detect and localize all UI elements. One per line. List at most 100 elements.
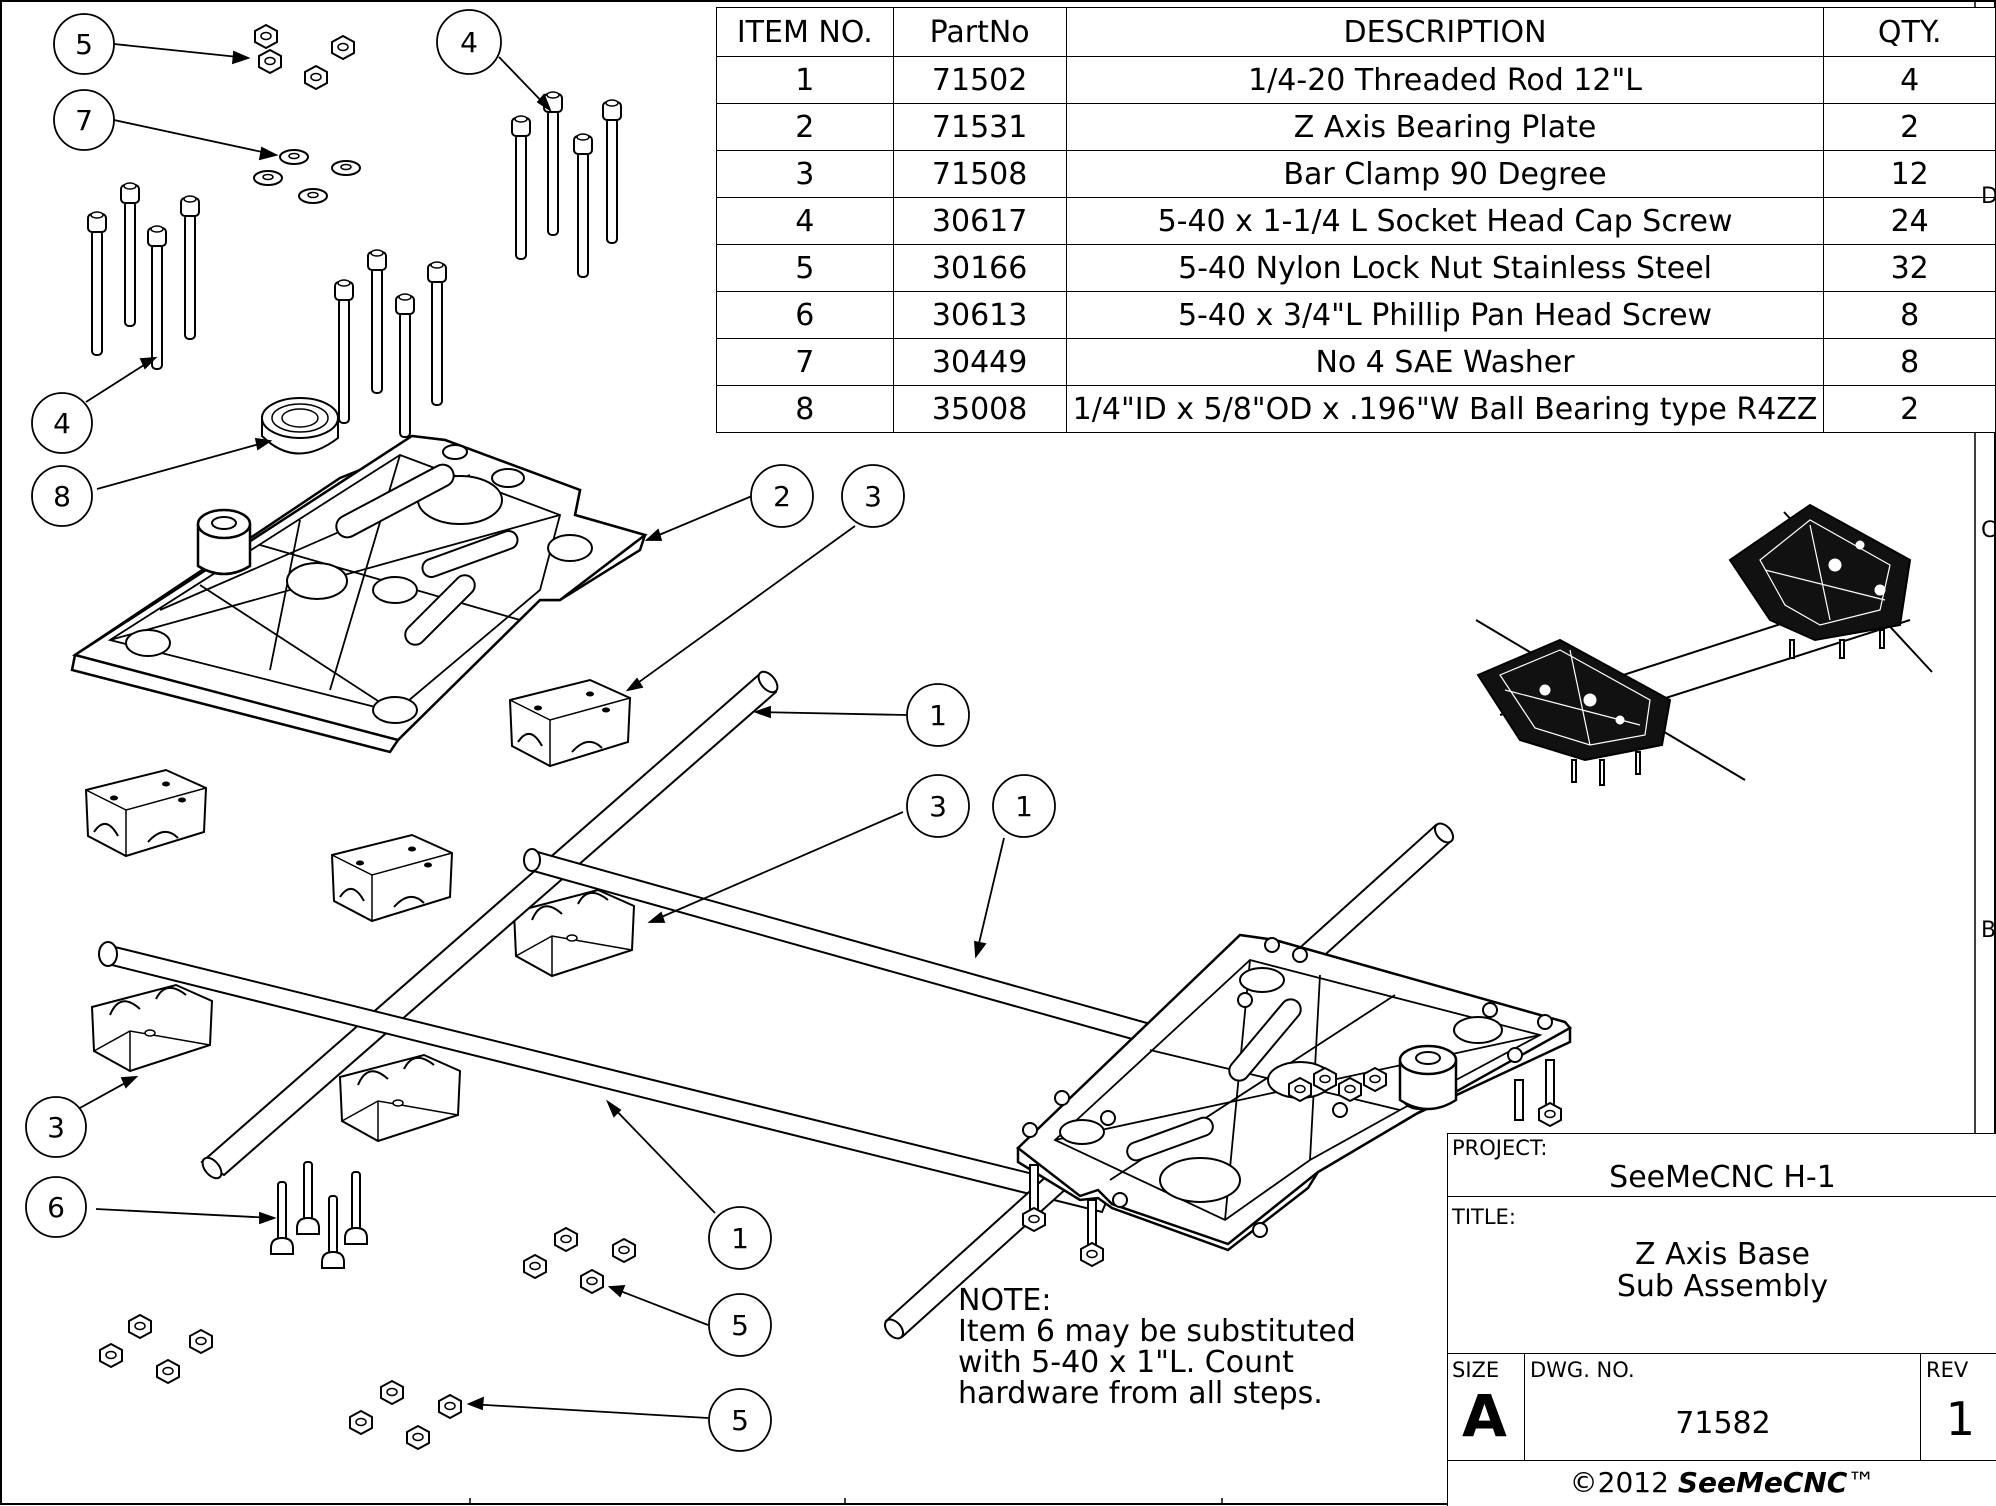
brand-logo-text: SeeMeCNC	[1677, 1466, 1848, 1499]
nut-group-lower	[349, 1380, 462, 1450]
bom-cell-item: 1	[716, 56, 894, 104]
rev-cell: REV 1	[1922, 1354, 1996, 1460]
balloon-6: 6	[25, 1176, 87, 1238]
drawing-title-line2: Sub Assembly	[1616, 1269, 1829, 1304]
screw-group-top-right	[511, 91, 622, 278]
balloon-5-lower: 5	[708, 1388, 772, 1452]
title-label: TITLE:	[1452, 1205, 1516, 1229]
svg-text:3: 3	[864, 480, 882, 513]
svg-text:5: 5	[731, 1404, 749, 1437]
washer-group-top	[253, 149, 361, 204]
bom-cell-item: 2	[716, 103, 894, 151]
note-heading: NOTE:	[958, 1283, 1052, 1318]
bom-cell-partno: 71508	[892, 150, 1067, 198]
screw-group-left	[87, 182, 200, 370]
svg-text:8: 8	[53, 480, 71, 513]
balloon-4-left: 4	[31, 392, 93, 454]
assembled-plate	[1016, 933, 1572, 1267]
bom-cell-partno: 35008	[892, 385, 1067, 433]
svg-text:3: 3	[929, 790, 947, 823]
screw-group-center	[334, 249, 447, 438]
nut-group-mid	[523, 1227, 636, 1294]
bom-header-partno: PartNo	[892, 7, 1067, 57]
bom-cell-description: Z Axis Bearing Plate	[1065, 103, 1825, 151]
note-line: with 5-40 x 1"L. Count	[958, 1345, 1294, 1380]
note-line: Item 6 may be substituted	[958, 1314, 1356, 1349]
balloon-5-mid: 5	[708, 1293, 772, 1357]
bom-header-item: ITEM NO.	[716, 7, 894, 57]
nut-group-lower-left	[99, 1314, 213, 1384]
bom-cell-description: Bar Clamp 90 Degree	[1065, 150, 1825, 198]
zone-letter-d: D	[1981, 184, 1996, 209]
size-label: SIZE	[1452, 1358, 1500, 1382]
bom-cell-description: 1/4"ID x 5/8"OD x .196"W Ball Bearing ty…	[1065, 385, 1825, 433]
bom-cell-item: 8	[716, 385, 894, 433]
bom-cell-qty: 24	[1823, 197, 1996, 245]
assembly-thumbnail	[1475, 503, 1933, 786]
balloon-4-top: 4	[436, 9, 502, 75]
svg-text:4: 4	[460, 26, 478, 59]
balloon-2: 2	[750, 464, 814, 528]
balloon-8: 8	[31, 465, 93, 527]
svg-text:1: 1	[731, 1222, 749, 1255]
svg-text:4: 4	[53, 407, 71, 440]
bom-cell-qty: 32	[1823, 244, 1996, 292]
svg-text:7: 7	[75, 104, 93, 137]
bom-cell-qty: 8	[1823, 291, 1996, 339]
dwg-cell: DWG. NO. 71582	[1526, 1354, 1921, 1460]
title-block: PROJECT: SeeMeCNC H-1 TITLE: Z Axis Base…	[1447, 1133, 1996, 1506]
bom-cell-partno: 30449	[892, 338, 1067, 386]
svg-text:3: 3	[47, 1111, 65, 1144]
balloon-1-upper: 1	[906, 683, 970, 747]
assembly-note: NOTE: Item 6 may be substituted with 5-4…	[958, 1285, 1356, 1409]
bom-cell-qty: 2	[1823, 103, 1996, 151]
bom-header-row: ITEM NO. PartNo DESCRIPTION QTY.	[716, 7, 1996, 57]
project-name: SeeMeCNC H-1	[1609, 1160, 1836, 1195]
bom-cell-partno: 30166	[892, 244, 1067, 292]
balloon-5-top: 5	[53, 13, 115, 75]
balloon-3-mid: 3	[906, 774, 970, 838]
bom-cell-qty: 8	[1823, 338, 1996, 386]
bom-cell-description: 1/4-20 Threaded Rod 12"L	[1065, 56, 1825, 104]
pan-screw-group	[270, 1161, 368, 1269]
svg-text:6: 6	[47, 1191, 65, 1224]
bom-cell-description: 5-40 Nylon Lock Nut Stainless Steel	[1065, 244, 1825, 292]
balloon-1-lower: 1	[708, 1206, 772, 1270]
bom-cell-item: 5	[716, 244, 894, 292]
zone-letter-c: C	[1981, 518, 1996, 543]
bom-cell-qty: 12	[1823, 150, 1996, 198]
svg-text:1: 1	[1015, 790, 1033, 823]
size-cell: SIZE A	[1448, 1354, 1525, 1460]
note-line: hardware from all steps.	[958, 1376, 1323, 1411]
svg-text:1: 1	[929, 699, 947, 732]
drawing-title-line1: Z Axis Base	[1635, 1237, 1810, 1272]
title-row: TITLE: Z Axis Base Sub Assembly	[1448, 1197, 1996, 1354]
copyright-prefix: ©2012	[1569, 1466, 1678, 1499]
bom-cell-partno: 71531	[892, 103, 1067, 151]
svg-text:5: 5	[731, 1309, 749, 1342]
bearing-plate-exploded	[70, 434, 648, 754]
svg-text:2: 2	[773, 480, 791, 513]
rev-label: REV	[1926, 1358, 1969, 1382]
ball-bearing	[261, 397, 339, 455]
project-row: PROJECT: SeeMeCNC H-1	[1448, 1134, 1996, 1197]
svg-text:5: 5	[75, 28, 93, 61]
bom-cell-item: 6	[716, 291, 894, 339]
dwg-label: DWG. NO.	[1530, 1358, 1635, 1382]
balloon-3-left: 3	[25, 1096, 87, 1158]
bom-cell-qty: 4	[1823, 56, 1996, 104]
size-value: A	[1462, 1382, 1507, 1450]
balloon-1-mid: 1	[992, 774, 1056, 838]
balloon-7: 7	[53, 89, 115, 151]
bom-cell-partno: 71502	[892, 56, 1067, 104]
project-label: PROJECT:	[1452, 1136, 1548, 1160]
